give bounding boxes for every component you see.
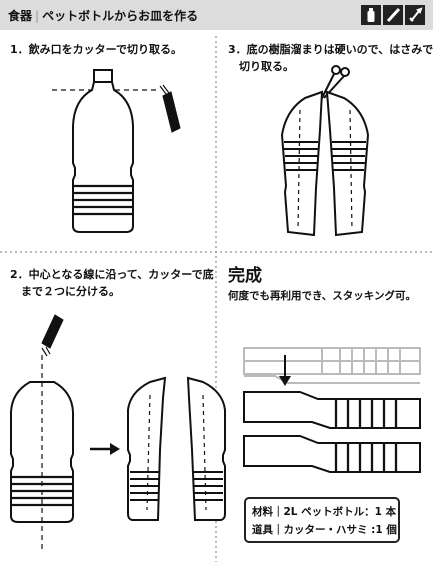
step-2-label: 2．中心となる線に沿って、カッターで底 まで２つに分ける。 [10,266,214,300]
bottle-icon [361,5,381,25]
step-3-line-2: 切り取る。 [228,60,294,73]
header-icon-group [361,5,425,25]
header-bar: 食器|ペットボトルからお皿を作る [0,0,433,30]
step-3-line-1: 3．底の樹脂溜まりは硬いので、はさみで [228,43,433,56]
materials-box: 材料｜2L ペットボトル：1 本 道具｜カッター・ハサミ :1 個 [244,497,400,543]
step-2-line-1: 2．中心となる線に沿って、カッターで底 [10,268,214,281]
step-2-line-2: まで２つに分ける。 [10,285,120,298]
dish-2 [243,435,421,473]
knife-icon [383,5,403,25]
tools-icon [405,5,425,25]
split-bottle-halves [127,376,226,521]
materials-line: 材料｜2L ペットボトル：1 本 [252,506,397,518]
result-title: 完成 [228,266,262,286]
ghost-dishes [243,347,421,384]
step-2-illustration [10,314,226,552]
step-3-illustration [280,65,370,237]
result-description: 何度でも再利用でき、スタッキング可。 [228,290,416,302]
title-label: ペットボトルからお皿を作る [42,9,199,23]
category-label: 食器 [8,9,33,23]
scissors-icon [321,65,350,99]
cutter-icon-step-2 [41,314,64,357]
title-separator: | [35,9,40,23]
dish-1 [243,391,421,429]
stacked-dishes-illustration [243,347,421,473]
page-title: 食器|ペットボトルからお皿を作る [8,7,198,24]
step-3-label: 3．底の樹脂溜まりは硬いので、はさみで 切り取る。 [228,41,433,75]
cutter-icon [159,84,181,133]
step-1-label: 1．飲み口をカッターで切り取る。 [10,43,182,56]
tools-line: 道具｜カッター・ハサミ :1 個 [252,524,397,536]
step-1-illustration [52,69,181,233]
